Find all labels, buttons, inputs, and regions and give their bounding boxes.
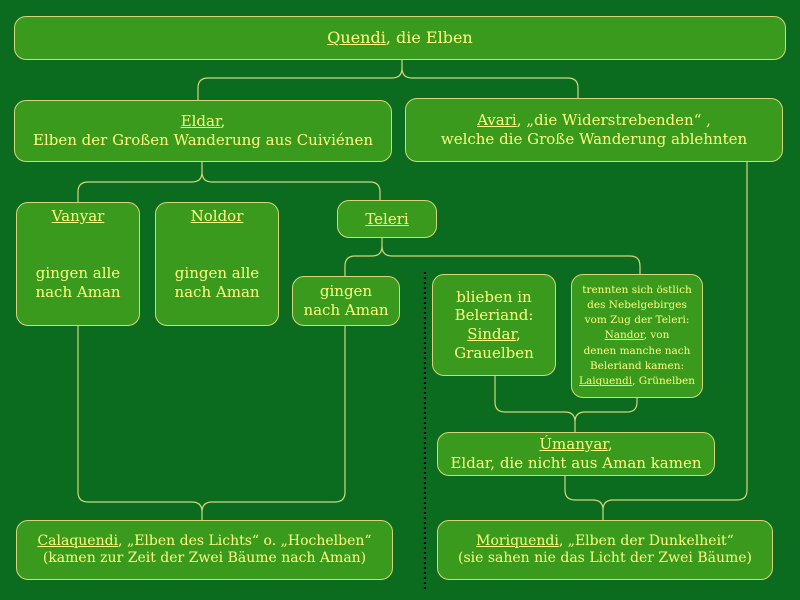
avari-name: Avari [477, 111, 517, 130]
eldar-description: Elben der Großen Wanderung aus Cuiviénen [33, 131, 373, 149]
moriquendi-description: (sie sahen nie das Licht der Zwei Bäume) [457, 550, 753, 566]
eldar-name: Eldar [180, 112, 221, 131]
umanyar-box: Úmanyar, Eldar, die nicht aus Aman kamen [437, 432, 715, 476]
umanyar-description: Eldar, die nicht aus Aman kamen [450, 454, 702, 472]
moriquendi-name: Moriquendi [476, 532, 559, 549]
laiquendi-name: Laiquendi [578, 375, 633, 388]
calaquendi-name: Calaquendi [37, 532, 119, 549]
noldor-name: Noldor [190, 207, 244, 225]
quendi-box: Quendi, die Elben [14, 16, 786, 60]
teleri-name: Teleri [365, 209, 409, 228]
brace-teleri [344, 238, 641, 276]
quendi-rest: , die Elben [385, 28, 473, 47]
umanyar-name: Úmanyar [539, 435, 608, 454]
sindar-name: Sindar [467, 325, 517, 343]
vanyar-box: Vanyar gingen alle nach Aman [16, 202, 140, 326]
eldar-box: Eldar, Elben der Großen Wanderung aus Cu… [14, 100, 392, 162]
avari-description: welche die Große Wanderung ablehnten [440, 130, 748, 148]
brace-calaquendi [77, 326, 346, 520]
calaquendi-description: (kamen zur Zeit der Zwei Bäume nach Aman… [42, 550, 367, 566]
nandor-name: Nandor [604, 329, 644, 342]
brace-moriquendi [564, 162, 748, 520]
noldor-box: Noldor gingen alle nach Aman [155, 202, 279, 326]
teleri-box: Teleri [337, 200, 437, 238]
moriquendi-box: Moriquendi, „Elben der Dunkelheit“ (sie … [437, 520, 773, 580]
teleri-aman-box: gingen nach Aman [292, 276, 400, 326]
vanyar-name: Vanyar [51, 207, 105, 225]
avari-box: Avari, „die Widerstrebenden“ , welche di… [405, 98, 783, 162]
brace-umanyar [494, 376, 638, 432]
nandor-box: trennten sich östlich des Nebelgebirges … [571, 274, 703, 398]
calaquendi-box: Calaquendi, „Elben des Lichts“ o. „Hoche… [16, 520, 393, 580]
brace-eldar [77, 162, 381, 202]
quendi-name: Quendi [327, 28, 386, 47]
sindar-box: blieben in Beleriand: Sindar, Grauelben [432, 274, 556, 376]
brace-quendi [197, 60, 579, 100]
